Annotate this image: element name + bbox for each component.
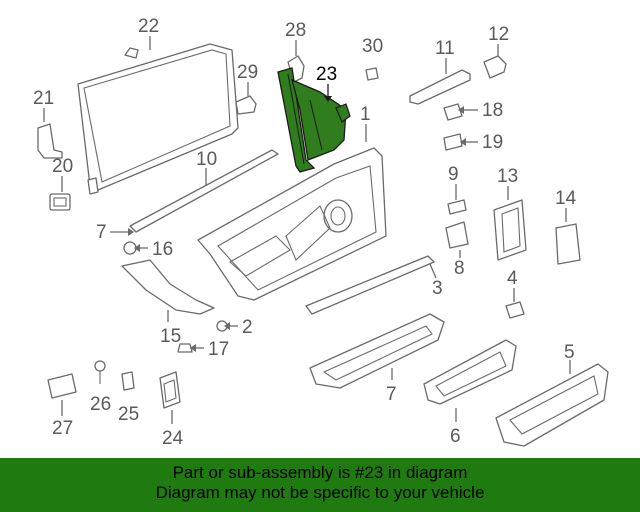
callout-23: 23 xyxy=(316,64,337,102)
callout-2: 2 xyxy=(224,317,253,338)
part-19-pad[interactable] xyxy=(443,133,463,151)
part-23-window-regulator[interactable] xyxy=(277,67,351,173)
callout-5: 5 xyxy=(564,342,575,374)
part-5-armrest-panel[interactable] xyxy=(495,363,609,447)
svg-text:27: 27 xyxy=(52,418,73,439)
part-13-handle-bezel[interactable] xyxy=(493,199,527,261)
callout-24: 24 xyxy=(162,410,184,449)
svg-text:28: 28 xyxy=(285,20,306,41)
callout-6: 6 xyxy=(450,408,461,447)
callout-26: 26 xyxy=(90,394,111,415)
banner-line-2: Diagram may not be specific to your vehi… xyxy=(155,483,485,502)
svg-text:12: 12 xyxy=(488,24,509,45)
callout-18: 18 xyxy=(458,100,503,121)
part-27-handle[interactable] xyxy=(47,373,77,399)
callout-16: 16 xyxy=(134,239,173,260)
svg-text:30: 30 xyxy=(362,36,383,57)
svg-text:23: 23 xyxy=(316,64,337,85)
parts-diagram: 22 21 20 10 7 29 28 xyxy=(33,16,609,449)
part-21-bracket[interactable] xyxy=(37,123,63,159)
part-6-armrest-insert[interactable] xyxy=(423,339,517,405)
svg-text:7: 7 xyxy=(96,222,107,243)
callout-17: 17 xyxy=(190,339,229,360)
svg-text:18: 18 xyxy=(482,100,503,121)
svg-text:22: 22 xyxy=(138,16,159,37)
callout-7b: 7 xyxy=(386,368,397,405)
part-10-molding[interactable] xyxy=(129,149,279,233)
banner-line-1: Part or sub-assembly is #23 in diagram xyxy=(172,463,468,482)
svg-text:9: 9 xyxy=(448,164,459,185)
part-8-switch[interactable] xyxy=(445,221,469,249)
svg-text:20: 20 xyxy=(52,156,73,177)
svg-text:24: 24 xyxy=(162,428,184,449)
part-24-bracket[interactable] xyxy=(159,371,181,409)
svg-text:8: 8 xyxy=(454,258,465,279)
callout-11: 11 xyxy=(435,38,455,74)
callout-12: 12 xyxy=(488,24,509,56)
part-4-clip[interactable] xyxy=(505,301,525,319)
svg-text:19: 19 xyxy=(482,132,503,153)
svg-text:1: 1 xyxy=(360,104,371,125)
svg-text:17: 17 xyxy=(208,339,229,360)
part-1-door-trim-panel[interactable] xyxy=(197,147,387,301)
svg-text:15: 15 xyxy=(160,326,181,347)
part-30-clip[interactable] xyxy=(365,67,379,81)
callout-19: 19 xyxy=(460,132,503,153)
callout-7a: 7 xyxy=(96,222,134,243)
info-banner: Part or sub-assembly is #23 in diagram D… xyxy=(0,458,640,512)
callout-30: 30 xyxy=(362,36,383,57)
svg-text:7: 7 xyxy=(386,384,397,405)
part-20-clip[interactable] xyxy=(49,193,71,211)
part-3-strip[interactable] xyxy=(305,255,435,315)
callout-29: 29 xyxy=(237,62,258,96)
part-29-clip[interactable] xyxy=(235,95,257,115)
callout-28: 28 xyxy=(285,20,306,56)
svg-text:2: 2 xyxy=(242,317,253,338)
part-17-clip[interactable] xyxy=(177,343,193,353)
svg-text:21: 21 xyxy=(33,88,54,109)
part-12-bracket[interactable] xyxy=(483,55,507,79)
svg-text:25: 25 xyxy=(118,404,139,425)
svg-text:29: 29 xyxy=(237,62,258,83)
part-26-screw[interactable] xyxy=(94,360,106,384)
svg-text:16: 16 xyxy=(152,239,173,260)
callout-27: 27 xyxy=(52,400,73,439)
part-11-strip[interactable] xyxy=(409,69,471,105)
callout-8: 8 xyxy=(454,250,465,279)
svg-text:3: 3 xyxy=(432,278,443,299)
svg-text:10: 10 xyxy=(196,149,217,170)
part-14-cover[interactable] xyxy=(555,223,581,265)
callout-20: 20 xyxy=(52,156,73,192)
callout-13: 13 xyxy=(497,166,518,200)
callout-15: 15 xyxy=(160,310,181,347)
callout-3: 3 xyxy=(429,263,443,299)
part-15-lower-trim[interactable] xyxy=(121,259,215,315)
part-18-clip[interactable] xyxy=(443,103,463,121)
svg-text:4: 4 xyxy=(507,268,518,289)
callout-21: 21 xyxy=(33,88,54,122)
svg-text:14: 14 xyxy=(555,188,577,209)
svg-text:11: 11 xyxy=(435,38,455,59)
svg-text:26: 26 xyxy=(90,394,111,415)
part-22-sunshade[interactable] xyxy=(77,43,239,195)
svg-text:13: 13 xyxy=(497,166,518,187)
callout-22: 22 xyxy=(138,16,159,50)
callout-14: 14 xyxy=(555,188,577,222)
svg-text:5: 5 xyxy=(564,342,575,363)
callout-1: 1 xyxy=(360,104,371,142)
part-9-clip[interactable] xyxy=(447,199,467,215)
callout-25: 25 xyxy=(118,404,139,425)
callout-9: 9 xyxy=(448,164,459,200)
svg-text:6: 6 xyxy=(450,426,461,447)
callout-10: 10 xyxy=(196,149,217,186)
part-7-armrest-trim[interactable] xyxy=(309,313,445,389)
part-25-clip[interactable] xyxy=(121,371,135,391)
callout-4: 4 xyxy=(507,268,518,302)
